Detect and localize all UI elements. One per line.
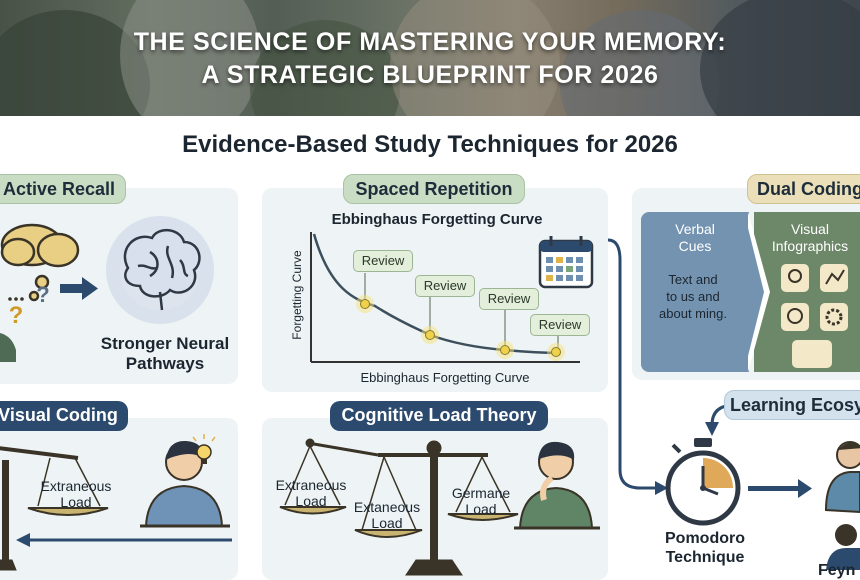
chart-ylabel: Forgetting Curve (290, 250, 304, 340)
banner-title-line2: A STRATEGIC BLUEPRINT FOR 2026 (201, 61, 659, 89)
thinking-person-icon (514, 441, 600, 530)
visual-title-line1: Visual (791, 221, 829, 237)
pill-spaced-repetition: Spaced Repetition (343, 174, 525, 204)
chart-icon-tile (820, 264, 848, 292)
chart-xlabel: Ebbinghaus Forgetting Curve (360, 370, 530, 385)
hands-icon-tile (792, 340, 832, 368)
pill-learning-ecosystem: Learning Ecosy (724, 390, 860, 420)
cognitive-load-scale-icon (279, 438, 519, 576)
teacher-person-icon (824, 441, 860, 570)
pomodoro-line1: Pomodoro (665, 530, 745, 547)
gear-icon (825, 308, 843, 326)
neural-caption-line2: Pathways (125, 354, 205, 373)
pill-visual-coding: Visual Coding (0, 401, 128, 431)
verbal-title-line1: Verbal (675, 221, 715, 237)
lightbulb-icon (788, 269, 802, 283)
cognitive-right-line2: Load (465, 501, 497, 517)
arrow-right-icon (60, 277, 98, 300)
pomodoro-line2: Technique (665, 549, 745, 566)
thought-cloud-icon (0, 223, 80, 302)
review-badge-2: Review (415, 275, 475, 297)
lightbulb-icon-tile (781, 264, 809, 292)
cognitive-middle-line2: Load (371, 515, 403, 531)
verbal-text-line1: Text and (668, 272, 718, 287)
verbal-title-line2: Cues (678, 238, 712, 254)
review-badge-4: Review (530, 314, 590, 336)
gear-icon-tile (820, 303, 848, 331)
review-badge-3: Review (479, 288, 539, 310)
cognitive-middle-line1: Extaneous (353, 499, 421, 515)
lightbulb-icon (192, 434, 216, 464)
brain-icon (123, 229, 201, 311)
header-banner: THE SCIENCE OF MASTERING YOUR MEMORY: A … (0, 0, 860, 116)
question-mark-gold: ? (8, 302, 24, 329)
question-mark-blue: ? (36, 282, 50, 307)
pill-active-recall: Active Recall (0, 174, 126, 204)
person-shoulder-icon (0, 333, 16, 362)
visual-title-line2: Infographics (771, 238, 849, 254)
chart-title: Ebbinghaus Forgetting Curve (331, 211, 543, 228)
pill-cognitive-load: Cognitive Load Theory (330, 401, 548, 431)
neural-caption-line1: Stronger Neural (100, 334, 230, 353)
verbal-text-line2: to us and (666, 289, 720, 304)
student-icon (140, 440, 230, 528)
head-icon-tile (781, 303, 809, 331)
chart-icon (825, 269, 845, 285)
review-badge-1: Review (353, 250, 413, 272)
calendar-icon (538, 236, 594, 289)
balance-scale-icon (0, 446, 109, 571)
visual-coding-load-line2: Load (60, 494, 92, 510)
banner-title-line1: THE SCIENCE OF MASTERING YOUR MEMORY: (133, 28, 727, 56)
verbal-text-line3: about ming. (659, 306, 727, 321)
cognitive-left-line1: Extraneous (275, 477, 347, 493)
cognitive-left-line2: Load (295, 493, 327, 509)
page-title: Evidence-Based Study Techniques for 2026 (182, 131, 678, 158)
feynman-label: Feyn (818, 562, 856, 579)
head-icon (787, 308, 803, 324)
stopwatch-icon (665, 438, 741, 526)
forgetting-curve-chart (310, 232, 580, 363)
verbal-cues-block (641, 212, 749, 372)
pill-dual-coding: Dual Coding (747, 174, 860, 204)
cognitive-right-line1: Germane (451, 485, 511, 501)
visual-coding-load-line1: Extraneous (40, 478, 112, 494)
